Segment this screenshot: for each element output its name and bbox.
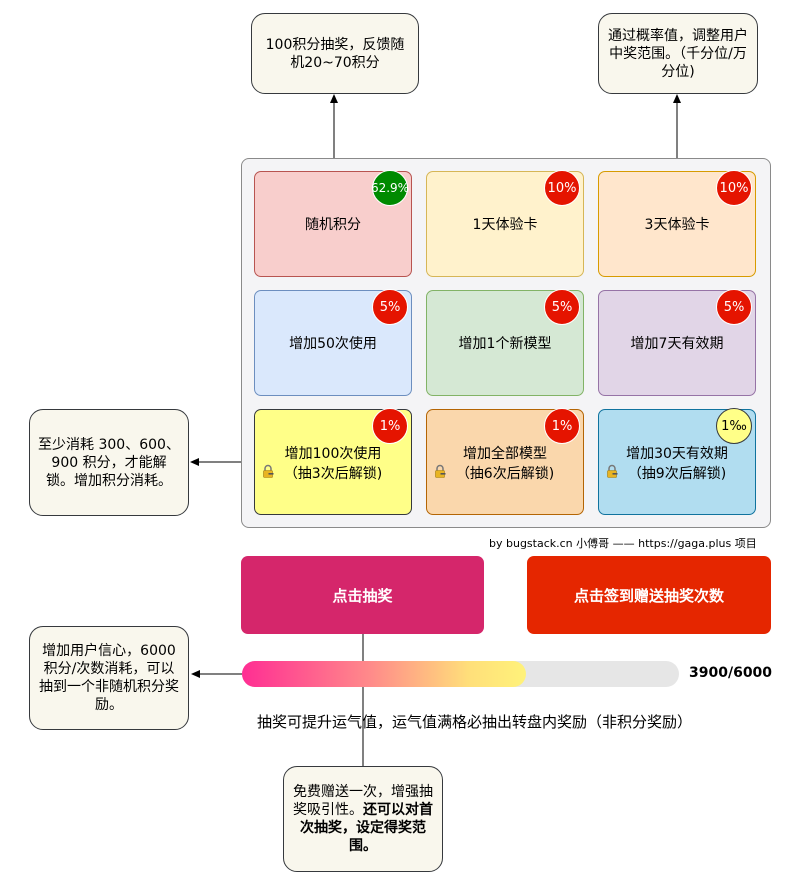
note-probability-text: 通过概率值，调整用户中奖范围。（千分位/万分位): [608, 27, 748, 80]
sign-in-button[interactable]: 点击签到赠送抽奖次数: [527, 556, 771, 634]
prize-cell-1-day-trial: 1天体验卡 10%: [426, 170, 584, 277]
probability-badge: 10%: [544, 170, 580, 206]
note-unlock-cost: 至少消耗 300、600、900 积分，才能解锁。增加积分消耗。: [29, 409, 189, 516]
prize-cell-3-day-trial: 3天体验卡 10%: [598, 170, 756, 277]
prize-cell-random-points: 随机积分 62.9%: [254, 170, 412, 277]
prize-cell-label: 增加100次使用: [284, 446, 382, 462]
prize-cell-add-30-days: 增加30天有效期 （抽9次后解锁) 1‰: [598, 408, 756, 515]
note-luck-bar-text: 增加用户信心，6000积分/次数消耗，可以抽到一个非随机积分奖励。: [39, 643, 179, 713]
probability-badge: 62.9%: [371, 170, 409, 206]
note-free-draw-plain: 免费赠送一次，增强抽奖吸引性。: [293, 784, 433, 818]
probability-badge: 1%: [372, 408, 408, 444]
luck-progress-track: [242, 661, 679, 687]
prize-cell-add-1-model: 增加1个新模型 5%: [426, 289, 584, 396]
prize-cell-label: 增加7天有效期: [630, 336, 724, 352]
note-random-points: 100积分抽奖，反馈随机20~70积分: [251, 13, 419, 94]
prize-cell-label: 增加1个新模型: [458, 336, 552, 352]
note-free-draw: 免费赠送一次，增强抽奖吸引性。还可以对首次抽奖，设定得奖范围。: [283, 766, 443, 872]
prize-cell-add-50-uses: 增加50次使用 5%: [254, 289, 412, 396]
prize-cell-label: 1天体验卡: [472, 217, 538, 233]
lock-icon: [263, 464, 274, 478]
probability-badge: 5%: [716, 289, 752, 325]
note-luck-bar: 增加用户信心，6000积分/次数消耗，可以抽到一个非随机积分奖励。: [29, 626, 189, 730]
draw-button[interactable]: 点击抽奖: [241, 556, 484, 634]
credit-text: by bugstack.cn 小傅哥 —— https://gaga.plus …: [489, 537, 757, 550]
probability-badge: 5%: [544, 289, 580, 325]
probability-badge: 5%: [372, 289, 408, 325]
prize-cell-add-100-uses: 增加100次使用 （抽3次后解锁) 1%: [254, 408, 412, 515]
lock-icon: [607, 464, 618, 478]
probability-badge: 1‰: [716, 408, 752, 444]
probability-badge: 1%: [544, 408, 580, 444]
prize-cell-label: 增加全部模型: [463, 446, 547, 462]
probability-badge: 10%: [716, 170, 752, 206]
lock-icon: [435, 464, 446, 478]
prize-cell-unlock-note: （抽3次后解锁): [283, 466, 383, 482]
prize-cell-label: 3天体验卡: [644, 217, 710, 233]
prize-cell-label: 增加30天有效期: [626, 446, 728, 462]
prize-cell-add-7-days: 增加7天有效期 5%: [598, 289, 756, 396]
note-free-draw-text: 免费赠送一次，增强抽奖吸引性。还可以对首次抽奖，设定得奖范围。: [292, 783, 434, 855]
luck-progress-label: 3900/6000: [689, 665, 773, 681]
note-free-draw-bold: 还可以对首次抽奖，设定得奖范围。: [300, 802, 433, 854]
note-probability: 通过概率值，调整用户中奖范围。（千分位/万分位): [598, 13, 758, 94]
prize-cell-add-all-models: 增加全部模型 （抽6次后解锁) 1%: [426, 408, 584, 515]
prize-cell-label: 随机积分: [305, 217, 361, 233]
luck-caption: 抽奖可提升运气值，运气值满格必抽出转盘内奖励（非积分奖励）: [257, 713, 693, 731]
note-random-points-text: 100积分抽奖，反馈随机20~70积分: [265, 36, 405, 71]
note-unlock-cost-text: 至少消耗 300、600、900 积分，才能解锁。增加积分消耗。: [38, 436, 180, 489]
prize-cell-label: 增加50次使用: [289, 336, 377, 352]
luck-progress-fill: [242, 661, 527, 687]
prize-cell-unlock-note: （抽6次后解锁): [455, 466, 555, 482]
prize-cell-unlock-note: （抽9次后解锁): [627, 466, 727, 482]
